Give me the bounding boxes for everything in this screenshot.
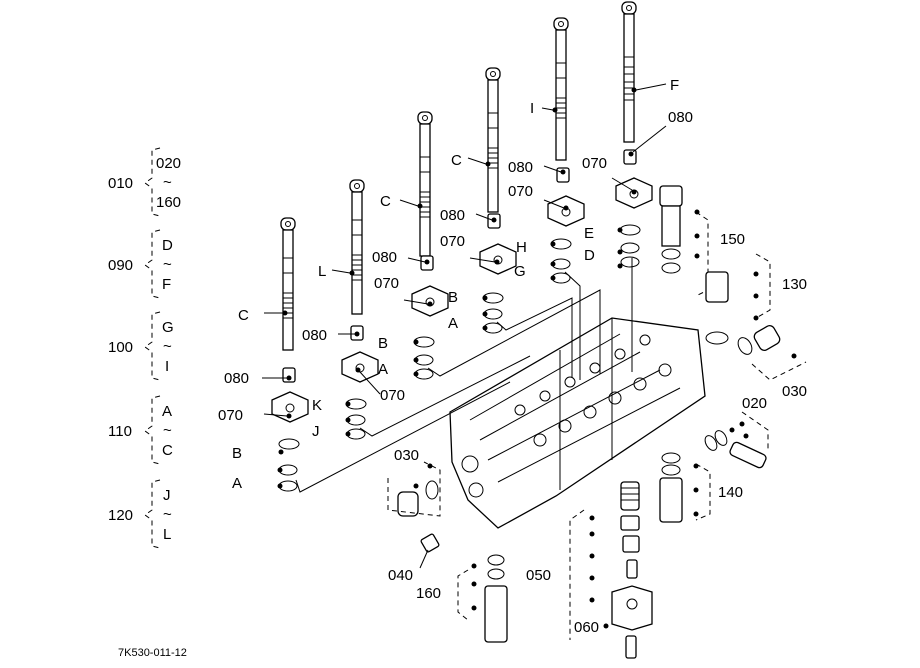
legend-to: I	[165, 358, 169, 375]
callout-label: 080	[224, 370, 249, 387]
callout-label: 030	[782, 383, 807, 400]
plug-130	[705, 253, 771, 345]
callout-label: B	[232, 445, 242, 462]
legend-from: 020	[156, 155, 181, 172]
callout-label: G	[514, 263, 526, 280]
callout-label: K	[312, 397, 322, 414]
callout-label: B	[448, 289, 458, 306]
callout-label: 030	[394, 447, 419, 464]
plug-040	[420, 533, 440, 553]
spool-1	[280, 217, 296, 351]
legend-bracket	[144, 479, 161, 549]
callout-label: 070	[374, 275, 399, 292]
legend-code: 090	[108, 257, 133, 274]
valve-050	[569, 481, 640, 640]
legend-to: C	[162, 442, 173, 459]
legend-code: 120	[108, 507, 133, 524]
fitting-160	[457, 554, 508, 643]
callout-label: H	[516, 239, 527, 256]
valve-body	[449, 317, 706, 529]
plug-030-right	[737, 325, 807, 381]
legend-sep: ~	[163, 174, 172, 191]
legend-group-010: 010 020 ~ 160	[108, 147, 181, 217]
callout-label: 070	[440, 233, 465, 250]
legend-from: A	[162, 403, 172, 420]
callout-label: A	[232, 475, 242, 492]
spool-4	[485, 67, 501, 213]
legend-sep: ~	[163, 506, 172, 523]
callout-label: A	[448, 315, 458, 332]
legend-group-090: 090 D ~ F	[108, 229, 173, 299]
callout-label: J	[312, 423, 320, 440]
callout-label: A	[378, 361, 388, 378]
drawing-id: 7K530-011-12	[118, 647, 187, 659]
callout-label: 080	[302, 327, 327, 344]
callout-label: 070	[380, 387, 405, 404]
callout-label: 130	[782, 276, 807, 293]
legend-to: L	[163, 526, 171, 543]
callout-label: F	[670, 77, 679, 94]
legend-group-110: 110 A ~ C	[108, 395, 173, 465]
legend-group-100: 100 G ~ I	[108, 311, 174, 381]
legend-to: F	[162, 276, 171, 293]
spool-set	[280, 1, 637, 351]
callout-label: 050	[526, 567, 551, 584]
callout-dots	[262, 83, 797, 629]
callout-label: 020	[742, 395, 767, 412]
callout-label: D	[584, 247, 595, 264]
spool-2	[349, 179, 365, 315]
callout-label: E	[584, 225, 594, 242]
callout-label: 070	[508, 183, 533, 200]
callout-label: C	[238, 307, 249, 324]
spool-3	[417, 111, 433, 257]
callout-label: 060	[574, 619, 599, 636]
callout-label: 160	[416, 585, 441, 602]
callout-label: 150	[720, 231, 745, 248]
legend-from: J	[163, 487, 171, 504]
legend-from: D	[162, 237, 173, 254]
callout-label: 070	[218, 407, 243, 424]
callout-label: C	[451, 152, 462, 169]
legend-code: 010	[108, 175, 133, 192]
callout-label: 070	[582, 155, 607, 172]
legend-code: 110	[108, 423, 132, 440]
legend-from: G	[162, 319, 174, 336]
legend-bracket	[144, 229, 161, 299]
legend-sep: ~	[163, 422, 172, 439]
legend-sep: ~	[163, 256, 172, 273]
callout-label: 080	[508, 159, 533, 176]
legend-to: 160	[156, 194, 181, 211]
fitting-020	[704, 411, 769, 469]
callout-label: 080	[372, 249, 397, 266]
callout-labels: C L C C I F 080 080 080 080 080 080 070 …	[218, 77, 807, 636]
plug-030-left	[387, 461, 441, 517]
callout-label: B	[378, 335, 388, 352]
cover-060	[611, 585, 653, 659]
callout-label: I	[530, 100, 534, 117]
legend-sep: ~	[163, 338, 172, 355]
relief-valve-140	[659, 452, 711, 523]
relief-valve-150	[659, 185, 709, 297]
legend-bracket	[144, 311, 161, 381]
callout-label: 080	[440, 207, 465, 224]
callout-label: 140	[718, 484, 743, 501]
spool-5	[553, 17, 569, 161]
legend-group-120: 120 J ~ L	[108, 479, 172, 549]
brackets-070	[271, 177, 653, 423]
callout-label: C	[380, 193, 391, 210]
legend-bracket	[144, 395, 161, 465]
callout-label: L	[318, 263, 326, 280]
legend-code: 100	[108, 339, 133, 356]
callout-label: 080	[668, 109, 693, 126]
callout-label: 040	[388, 567, 413, 584]
spool-6	[621, 1, 637, 143]
